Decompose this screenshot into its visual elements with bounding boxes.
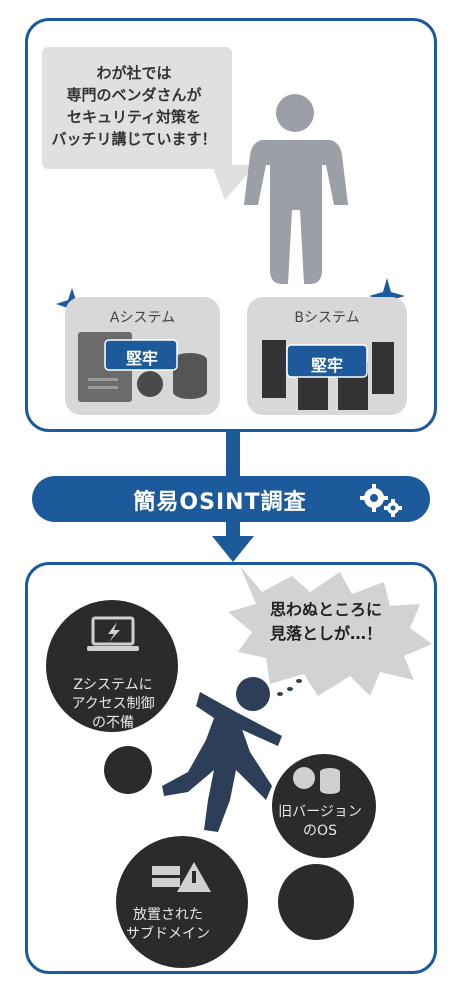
server-warning-icon [152,862,211,892]
system-a-label: Aシステム [109,310,176,326]
finding-line: Zシステムに [73,677,153,693]
speech-line: セキュリティ対策を [66,108,202,126]
standing-person-icon [244,94,348,284]
finding-line: アクセス制御 [71,696,155,712]
finding-line: 旧バージョン [278,804,362,820]
shout-line: 思わぬところに [269,600,382,619]
speech-line: 専門のベンダさんが [66,86,202,104]
speech-bubble [42,47,255,200]
sweat-drops-icon [277,679,302,696]
shout-bubble-text: 思わぬところに 見落としが…！ [246,598,406,646]
laptop-warning-icon [87,616,139,651]
speech-bubble-text: わが社では 専門のベンダさんが セキュリティ対策を バッチリ講じています！ [40,62,228,150]
system-a-art [78,332,207,402]
gears-icon [360,484,402,517]
finding-subdomain: 放置された サブドメイン [108,906,228,944]
shout-line: 見落としが…！ [269,624,382,643]
stumbling-person-icon [162,677,282,832]
finding-old-os: 旧バージョン のOS [262,803,378,841]
system-b-badge: 堅牢 [310,356,343,375]
system-b-art [262,340,394,410]
shout-bubble [228,566,432,696]
finding-line: 放置された [133,907,203,923]
bottom-panel [25,562,437,974]
system-b-label: Bシステム [294,310,360,326]
finding-access-control: Zシステムに アクセス制御 の不備 [48,676,178,733]
speech-line: わが社では [96,64,172,82]
finding-line: の不備 [92,715,134,731]
skull-database-icon [293,767,340,794]
finding-line: サブドメイン [126,926,210,942]
speech-line: バッチリ講じています！ [51,130,217,148]
finding-line: のOS [303,823,337,839]
banner-title: 簡易OSINT調査 [133,490,307,515]
system-a-badge: 堅牢 [125,349,158,368]
